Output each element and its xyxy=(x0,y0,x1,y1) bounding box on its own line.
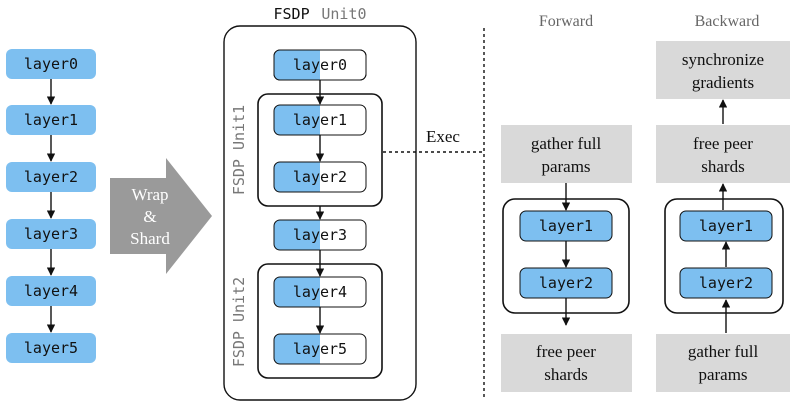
forward-gather-box: gather full params xyxy=(501,125,632,183)
left-layer-4: layer4 xyxy=(6,276,96,306)
wrap-text: Wrap xyxy=(131,185,168,204)
big-arrow-shape xyxy=(110,158,212,274)
forward-column: Forward gather full params layer1 layer2… xyxy=(501,13,632,392)
fsdp-title-unit: Unit0 xyxy=(321,5,366,23)
fsdp-layer-4-label: layer4 xyxy=(293,283,347,301)
fsdp-layer-4: layer4 xyxy=(273,276,367,308)
fsdp-layer-2-label: layer2 xyxy=(293,168,347,186)
fsdp-unit0-title: FSDP Unit0 xyxy=(273,5,366,23)
fsdp-unit0: FSDP Unit0 layer0 FSDP Unit1 layer1 laye… xyxy=(223,5,417,401)
backward-sync-line2: gradients xyxy=(692,73,754,92)
backward-layer-1-label: layer1 xyxy=(699,217,753,235)
forward-layer-1-label: layer1 xyxy=(539,217,593,235)
left-layer-5-label: layer5 xyxy=(24,339,78,357)
backward-sync-box: synchronize gradients xyxy=(656,41,790,99)
left-layer-0: layer0 xyxy=(6,49,96,79)
fsdp-title-prefix: FSDP xyxy=(273,5,309,23)
left-layer-2: layer2 xyxy=(6,162,96,192)
backward-free-line1: free peer xyxy=(693,134,753,153)
fsdp-layer-0: layer0 xyxy=(273,49,367,81)
ampersand-text: & xyxy=(143,207,156,226)
forward-layer-1: layer1 xyxy=(519,210,613,242)
fsdp-unit2-frame xyxy=(257,263,383,379)
forward-gather-line2: params xyxy=(541,157,590,176)
fsdp-layer-0-label: layer0 xyxy=(293,56,347,74)
fsdp-layer-2: layer2 xyxy=(273,161,367,193)
fsdp-layer-3-label: layer3 xyxy=(293,226,347,244)
fsdp-layer-5: layer5 xyxy=(273,333,367,365)
forward-free-line1: free peer xyxy=(536,342,596,361)
backward-free-line2: shards xyxy=(701,157,744,176)
backward-column: Backward synchronize gradients free peer… xyxy=(656,13,790,392)
left-layer-stack: layer0 layer1 layer2 layer3 layer4 layer… xyxy=(6,49,96,363)
fsdp-unit0-frame xyxy=(223,25,417,401)
shard-text: Shard xyxy=(130,229,170,248)
left-layer-2-label: layer2 xyxy=(24,168,78,186)
left-layer-0-label: layer0 xyxy=(24,55,78,73)
backward-layer-1: layer1 xyxy=(679,210,773,242)
forward-gather-line1: gather full xyxy=(531,134,602,153)
left-layer-4-label: layer4 xyxy=(24,282,78,300)
fsdp-layer-1-label: layer1 xyxy=(293,111,347,129)
left-layer-3: layer3 xyxy=(6,219,96,249)
fsdp-layer-1: layer1 xyxy=(273,104,367,136)
backward-unit-frame xyxy=(664,198,784,314)
backward-layer-2-label: layer2 xyxy=(699,274,753,292)
forward-layer-2-label: layer2 xyxy=(539,274,593,292)
fsdp-unit1-label: FSDP Unit1 xyxy=(230,105,248,195)
backward-gather-box: gather full params xyxy=(656,334,790,392)
forward-free-line2: shards xyxy=(544,365,587,384)
left-layer-1: layer1 xyxy=(6,105,96,135)
backward-gather-line2: params xyxy=(698,365,747,384)
fsdp-layer-5-label: layer5 xyxy=(293,340,347,358)
backward-layer-2: layer2 xyxy=(679,267,773,299)
fsdp-unit2-label: FSDP Unit2 xyxy=(230,277,248,367)
exec-label: Exec xyxy=(426,127,460,146)
exec-connector: Exec xyxy=(383,28,485,400)
forward-layer-2: layer2 xyxy=(519,267,613,299)
fsdp-layer-3: layer3 xyxy=(273,219,367,251)
left-layer-5: layer5 xyxy=(6,333,96,363)
forward-heading: Forward xyxy=(539,13,593,30)
left-layer-3-label: layer3 xyxy=(24,225,78,243)
left-layer-1-label: layer1 xyxy=(24,111,78,129)
forward-free-box: free peer shards xyxy=(501,334,632,392)
wrap-shard-arrow: Wrap & Shard xyxy=(110,158,212,274)
backward-gather-line1: gather full xyxy=(688,342,759,361)
backward-sync-line1: synchronize xyxy=(682,50,764,69)
backward-heading: Backward xyxy=(695,13,760,30)
backward-free-box: free peer shards xyxy=(656,125,790,183)
